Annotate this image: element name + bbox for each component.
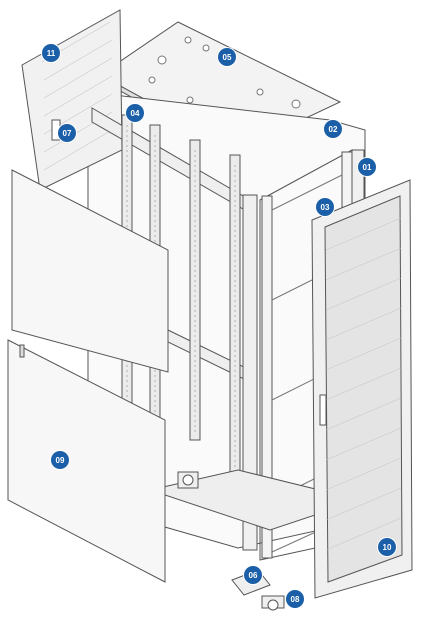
callout-01: 01 xyxy=(358,158,376,176)
front-door-mesh xyxy=(324,195,403,583)
callout-03: 03 xyxy=(316,198,334,216)
callout-06: 06 xyxy=(244,566,262,584)
front-post-left xyxy=(242,194,258,551)
callout-05: 05 xyxy=(218,48,236,66)
callout-08: 08 xyxy=(286,590,304,608)
callout-09: 09 xyxy=(51,451,69,469)
callout-04: 04 xyxy=(126,104,144,122)
callout-11: 11 xyxy=(42,44,60,62)
floor-fan-tray xyxy=(177,471,199,489)
callout-07: 07 xyxy=(58,124,76,142)
caster-wheel xyxy=(261,595,285,611)
lower-side-panel xyxy=(7,339,166,583)
side-panel-latch xyxy=(19,344,25,358)
upper-side-panel xyxy=(11,169,169,373)
callout-10: 10 xyxy=(378,538,396,556)
front-door-handle xyxy=(319,394,327,426)
front-frame-stile-left xyxy=(261,195,273,559)
callout-02: 02 xyxy=(324,120,342,138)
